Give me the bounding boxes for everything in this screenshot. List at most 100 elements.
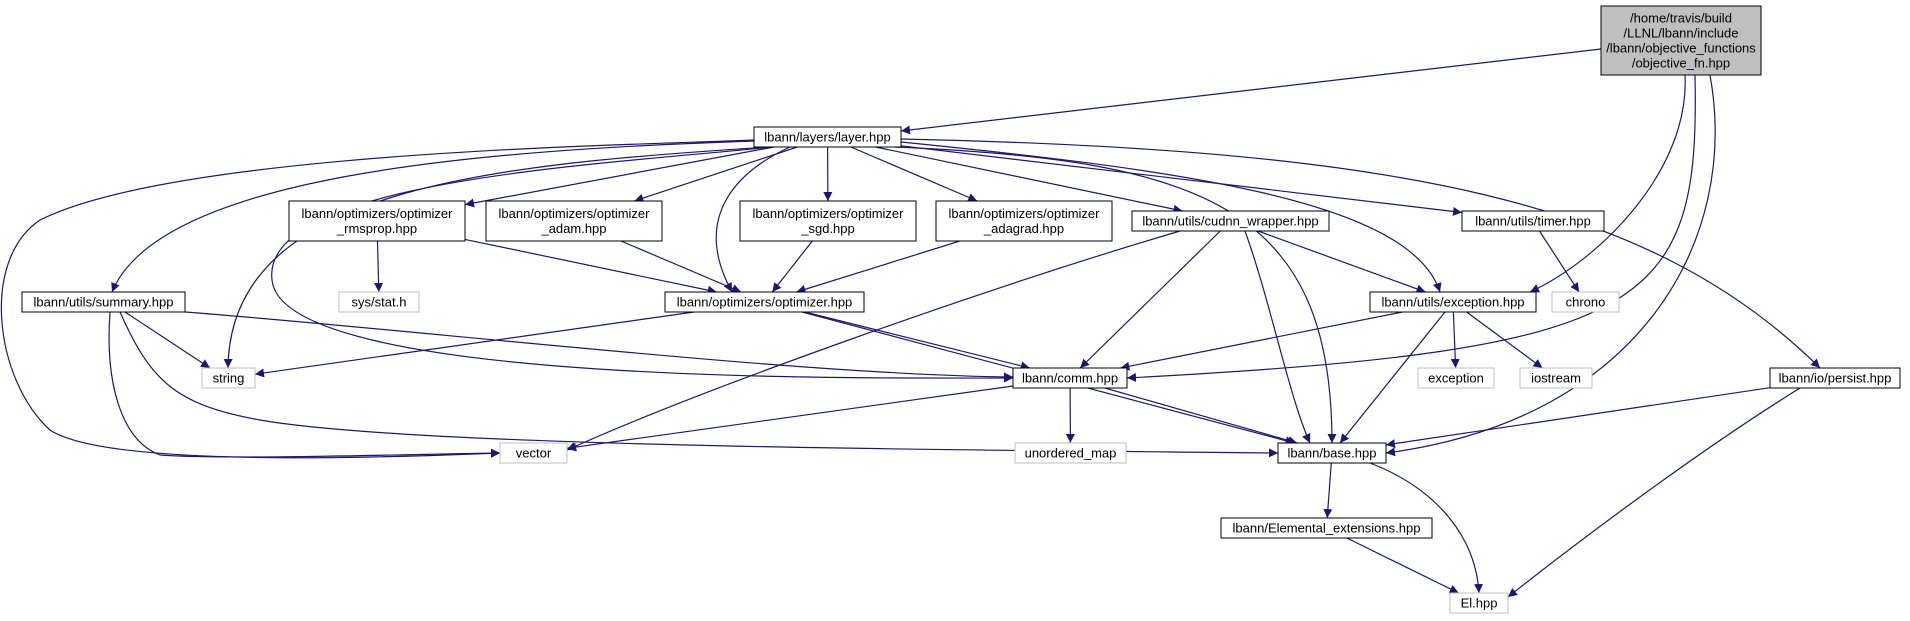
edge-exception-to-exception_std (1450, 311, 1460, 369)
edge-exception-to-comm (1120, 311, 1403, 371)
node-box-string (201, 367, 256, 389)
node-layer[interactable]: lbann/layers/layer.hpp (753, 126, 902, 148)
node-el: El.hpp (1449, 592, 1509, 614)
node-box-sysstat (338, 291, 420, 313)
edge-layer-to-string (223, 146, 771, 369)
node-label-base: lbann/base.hpp (1288, 446, 1377, 461)
edge-cudnn-to-vector (566, 230, 1181, 451)
node-label-adagrad-line-2: _adagrad.hpp (983, 221, 1064, 236)
node-label-sgd-line-1: lbann/optimizers/optimizer (752, 206, 904, 221)
edge-cudnn-to-base (1244, 230, 1311, 444)
node-persist[interactable]: lbann/io/persist.hpp (1769, 367, 1901, 389)
node-label-objective_fn-line-1: /home/travis/build (1630, 11, 1732, 26)
node-box-objective_fn (1600, 5, 1762, 76)
node-label-unordered_map: unordered_map (1025, 446, 1117, 461)
edge-objective_fn-to-base (1385, 74, 1716, 457)
node-comm[interactable]: lbann/comm.hpp (1012, 367, 1128, 389)
node-box-exception (1369, 291, 1537, 313)
node-label-persist: lbann/io/persist.hpp (1779, 371, 1892, 386)
node-label-adagrad-line-1: lbann/optimizers/optimizer (948, 206, 1100, 221)
edge-exception-to-iostream (1466, 311, 1543, 369)
node-label-exception_std: exception (1428, 371, 1484, 386)
node-label-summary: lbann/utils/summary.hpp (34, 295, 174, 310)
node-box-el (1449, 592, 1509, 614)
edge-adagrad-to-optimizer (796, 240, 961, 294)
node-label-timer: lbann/utils/timer.hpp (1475, 214, 1591, 229)
edge-cudnn-to-exception (1257, 230, 1426, 294)
node-label-chrono: chrono (1566, 295, 1606, 310)
edge-comm-to-base (1104, 387, 1298, 445)
node-box-sgd (739, 200, 917, 242)
node-box-exception_std (1417, 367, 1495, 389)
edge-objective_fn-to-layer (900, 48, 1602, 135)
edge-layer-to-comm (271, 146, 1014, 383)
node-adam[interactable]: lbann/optimizers/optimizer_adam.hpp (485, 200, 663, 242)
node-label-rmsprop-line-1: lbann/optimizers/optimizer (301, 206, 453, 221)
node-objective_fn[interactable]: /home/travis/build/LLNL/lbann/include/lb… (1600, 5, 1762, 76)
edges (0, 48, 1821, 598)
edge-base-to-elemental (1323, 462, 1333, 519)
node-exception_std: exception (1417, 367, 1495, 389)
node-label-cudnn: lbann/utils/cudnn_wrapper.hpp (1142, 214, 1318, 229)
node-cudnn[interactable]: lbann/utils/cudnn_wrapper.hpp (1131, 210, 1330, 232)
node-sysstat: sys/stat.h (338, 291, 420, 313)
node-rmsprop[interactable]: lbann/optimizers/optimizer_rmsprop.hpp (288, 200, 466, 242)
edge-sgd-to-optimizer (771, 240, 813, 293)
edge-layer-to-persist (900, 138, 1821, 369)
node-vector: vector (499, 442, 568, 464)
node-string: string (201, 367, 256, 389)
node-timer[interactable]: lbann/utils/timer.hpp (1461, 210, 1605, 232)
node-box-comm (1012, 367, 1128, 389)
node-base[interactable]: lbann/base.hpp (1277, 442, 1387, 464)
edge-summary-to-string (124, 311, 211, 369)
edge-layer-to-base (894, 146, 1337, 444)
edge-layer-to-summary (111, 140, 757, 293)
node-label-iostream: iostream (1531, 371, 1581, 386)
node-iostream: iostream (1519, 367, 1593, 389)
edge-summary-to-vector (108, 311, 501, 458)
edge-layer-to-optimizer (715, 146, 791, 293)
node-summary[interactable]: lbann/utils/summary.hpp (21, 291, 186, 313)
edge-optimizer-to-string (254, 311, 695, 378)
edge-exception-to-base (1339, 311, 1446, 444)
node-box-adagrad (935, 200, 1113, 242)
node-elemental[interactable]: lbann/Elemental_extensions.hpp (1220, 517, 1433, 539)
edge-layer-to-timer (900, 145, 1463, 216)
node-exception[interactable]: lbann/utils/exception.hpp (1369, 291, 1537, 313)
edge-optimizer-to-comm (804, 311, 1030, 371)
node-box-timer (1461, 210, 1605, 232)
node-box-vector (499, 442, 568, 464)
node-sgd[interactable]: lbann/optimizers/optimizer_sgd.hpp (739, 200, 917, 242)
node-label-optimizer: lbann/optimizers/optimizer.hpp (677, 295, 853, 310)
edge-layer-to-adam (634, 146, 798, 203)
node-adagrad[interactable]: lbann/optimizers/optimizer_adagrad.hpp (935, 200, 1113, 242)
edge-layer-to-cudnn (875, 146, 1183, 214)
edge-layer-to-vector (0, 139, 755, 459)
node-box-summary (21, 291, 186, 313)
node-label-comm: lbann/comm.hpp (1022, 371, 1118, 386)
node-box-rmsprop (288, 200, 466, 242)
node-label-sgd-line-2: _sgd.hpp (800, 221, 855, 236)
edge-rmsprop-to-optimizer (464, 238, 717, 295)
node-box-unordered_map (1014, 442, 1127, 464)
nodes: /home/travis/build/LLNL/lbann/include/lb… (21, 5, 1901, 614)
edge-comm-to-vector (566, 385, 1014, 452)
node-box-layer (753, 126, 902, 148)
node-box-iostream (1519, 367, 1593, 389)
edge-adam-to-optimizer (620, 240, 742, 293)
node-label-rmsprop-line-2: _rmsprop.hpp (336, 221, 417, 236)
edge-persist-to-base (1385, 387, 1771, 449)
node-optimizer[interactable]: lbann/optimizers/optimizer.hpp (664, 291, 865, 313)
node-unordered_map: unordered_map (1014, 442, 1127, 464)
node-label-layer: lbann/layers/layer.hpp (764, 130, 890, 145)
node-box-base (1277, 442, 1387, 464)
node-box-cudnn (1131, 210, 1330, 232)
edge-persist-to-el (1507, 387, 1801, 598)
node-label-string: string (213, 371, 245, 386)
edge-summary-to-comm (184, 311, 1014, 382)
node-chrono: chrono (1551, 291, 1620, 313)
node-label-el: El.hpp (1461, 596, 1498, 611)
edge-layer-to-rmsprop (464, 146, 775, 208)
node-label-objective_fn-line-4: /objective_fn.hpp (1632, 56, 1730, 71)
